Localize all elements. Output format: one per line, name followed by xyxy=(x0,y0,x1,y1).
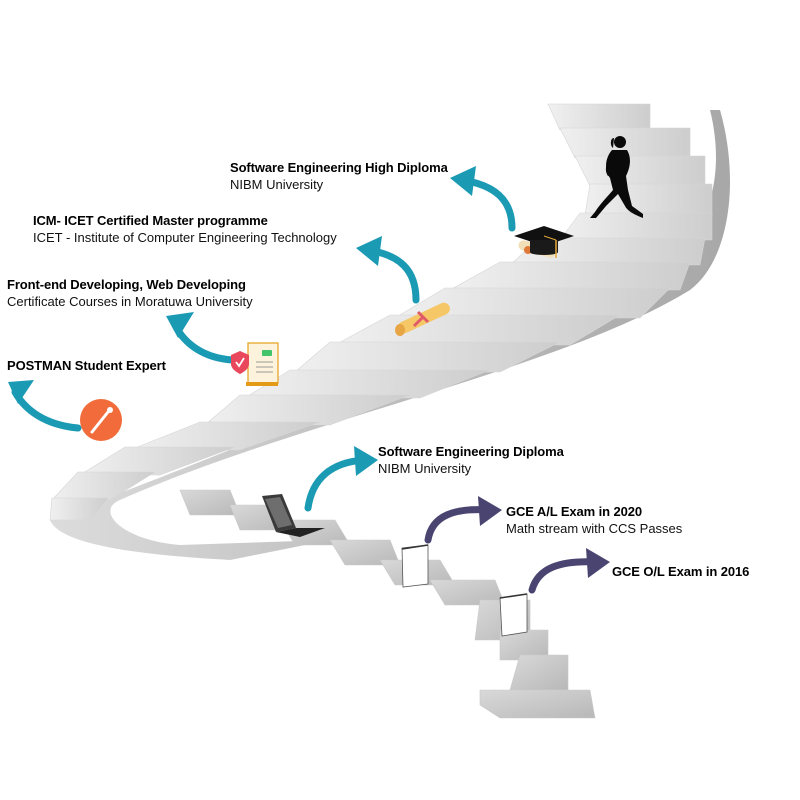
milestone-title: GCE O/L Exam in 2016 xyxy=(612,564,750,579)
milestone-title: Front-end Developing, Web Developing xyxy=(7,277,246,292)
milestone-subtitle: Certificate Courses in Moratuwa Universi… xyxy=(7,294,253,309)
arrowhead-fe xyxy=(166,312,194,338)
milestone-fe: Front-end Developing, Web Developing Cer… xyxy=(7,276,253,310)
postman-logo-icon xyxy=(80,399,122,441)
milestone-title: ICM- ICET Certified Master programme xyxy=(33,213,268,228)
milestone-subtitle: NIBM University xyxy=(378,461,472,476)
arrow-ol xyxy=(528,558,601,594)
milestone-title: Software Engineering Diploma xyxy=(378,444,564,459)
milestone-subtitle: ICET - Institute of Computer Engineering… xyxy=(33,230,337,245)
milestone-title: GCE A/L Exam in 2020 xyxy=(506,504,643,519)
milestone-postman: POSTMAN Student Expert xyxy=(7,357,166,374)
milestone-icet: ICM- ICET Certified Master programme ICE… xyxy=(33,212,337,246)
milestone-sed: Software Engineering Diploma NIBM Univer… xyxy=(378,443,564,477)
running-person-icon xyxy=(590,136,643,218)
book-icon xyxy=(499,593,528,637)
arrowhead-ol xyxy=(586,548,610,578)
milestone-al: GCE A/L Exam in 2020 Math stream with CC… xyxy=(506,503,682,537)
arrow-postman xyxy=(11,388,82,432)
milestone-ol: GCE O/L Exam in 2016 xyxy=(612,563,749,580)
milestone-subtitle: NIBM University xyxy=(230,177,324,192)
diploma-scroll-icon xyxy=(395,302,450,336)
arrowhead-postman xyxy=(8,380,34,404)
arrowhead-icet xyxy=(356,236,382,266)
milestone-title: Software Engineering High Diploma xyxy=(230,160,448,175)
milestone-sehd: Software Engineering High Diploma NIBM U… xyxy=(230,159,448,193)
arrowhead-sehd xyxy=(450,166,476,196)
graduation-cap-icon xyxy=(514,226,574,258)
milestone-subtitle: Math stream with CCS Passes xyxy=(506,521,683,536)
book-icon xyxy=(401,544,429,588)
arrow-fe xyxy=(171,321,236,364)
stair-underside xyxy=(50,110,730,560)
upper-stairs xyxy=(49,103,713,521)
laptop-icon xyxy=(262,494,325,537)
milestone-title: POSTMAN Student Expert xyxy=(7,358,166,373)
arrow-al xyxy=(424,506,492,544)
certificate-document-icon xyxy=(231,342,279,386)
arrowhead-al xyxy=(478,496,502,526)
arrowhead-sed xyxy=(354,446,378,476)
